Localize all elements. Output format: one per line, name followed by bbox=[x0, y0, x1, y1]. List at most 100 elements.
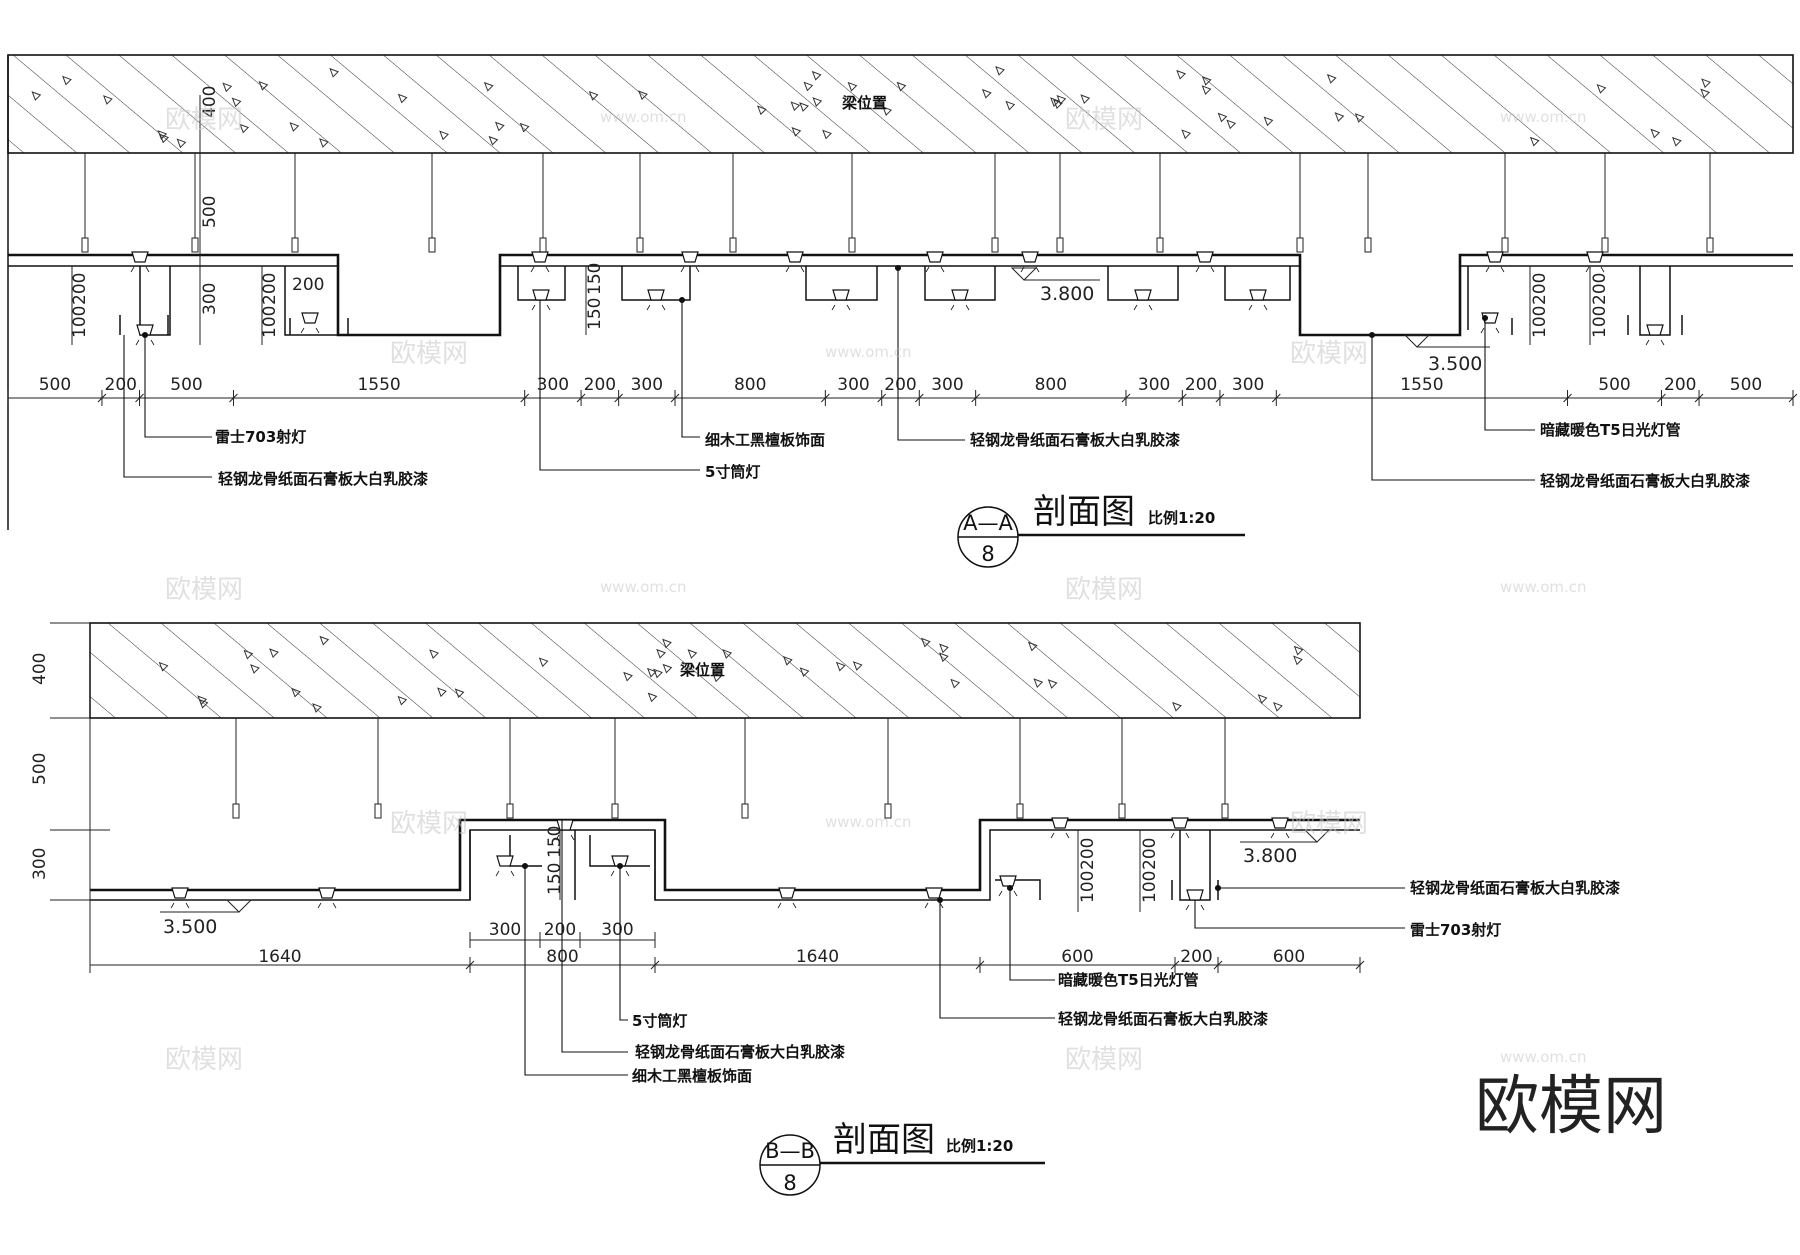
svg-text:200: 200 bbox=[70, 273, 90, 305]
svg-text:300: 300 bbox=[1138, 375, 1170, 395]
section-title-b: 剖面图 bbox=[833, 1120, 935, 1160]
ceiling-profile-a bbox=[8, 253, 1793, 337]
svg-text:1640: 1640 bbox=[258, 947, 301, 967]
svg-text:300: 300 bbox=[537, 375, 569, 395]
svg-text:轻钢龙骨纸面石膏板大白乳胶漆: 轻钢龙骨纸面石膏板大白乳胶漆 bbox=[1540, 472, 1750, 490]
svg-text:800: 800 bbox=[1035, 375, 1067, 395]
svg-text:300: 300 bbox=[837, 375, 869, 395]
dimension-lines-b bbox=[50, 622, 1365, 973]
section-a-a: 梁位置 bbox=[7, 54, 1798, 568]
svg-text:欧模网: 欧模网 bbox=[165, 105, 243, 135]
svg-text:www.om.cn: www.om.cn bbox=[825, 343, 912, 361]
svg-text:200: 200 bbox=[260, 273, 280, 305]
svg-text:200: 200 bbox=[1185, 375, 1217, 395]
material-labels-a: 雷士703射灯 轻钢龙骨纸面石膏板大白乳胶漆 细木工黑檀板饰面 5寸筒灯 轻钢龙… bbox=[215, 421, 1750, 490]
svg-text:暗藏暖色T5日光灯管: 暗藏暖色T5日光灯管 bbox=[1540, 421, 1681, 439]
svg-text:800: 800 bbox=[734, 375, 766, 395]
light-fixtures-a bbox=[130, 251, 1665, 346]
section-scale-a: 比例1:20 bbox=[1148, 509, 1215, 527]
leader-lines-b bbox=[521, 820, 1405, 1076]
svg-text:轻钢龙骨纸面石膏板大白乳胶漆: 轻钢龙骨纸面石膏板大白乳胶漆 bbox=[1058, 1010, 1268, 1028]
svg-text:3.500: 3.500 bbox=[163, 916, 217, 938]
svg-text:5寸筒灯: 5寸筒灯 bbox=[632, 1012, 687, 1030]
svg-text:200: 200 bbox=[292, 275, 324, 295]
svg-text:3.800: 3.800 bbox=[1040, 283, 1094, 305]
svg-text:www.om.cn: www.om.cn bbox=[600, 108, 687, 126]
elevation-marks-a: 3.800 3.500 bbox=[1010, 267, 1490, 375]
light-fixtures-b bbox=[170, 817, 1290, 911]
svg-text:300: 300 bbox=[631, 375, 663, 395]
vertical-dimensions-b: 400 500 300 150 150 200 100 200 100 bbox=[30, 653, 1160, 903]
svg-text:5寸筒灯: 5寸筒灯 bbox=[705, 463, 760, 481]
svg-text:1550: 1550 bbox=[1400, 375, 1443, 395]
section-bubble-id-b: B—B bbox=[765, 1139, 815, 1163]
svg-text:400: 400 bbox=[30, 653, 50, 685]
material-labels-b: 轻钢龙骨纸面石膏板大白乳胶漆 雷士703射灯 暗藏暖色T5日光灯管 轻钢龙骨纸面… bbox=[632, 879, 1620, 1085]
vertical-dimensions-a: 400 500 300 200 100 200 100 200 150 150 … bbox=[70, 86, 1610, 338]
svg-text:300: 300 bbox=[1232, 375, 1264, 395]
svg-text:500: 500 bbox=[1730, 375, 1762, 395]
svg-text:150: 150 bbox=[545, 863, 565, 895]
svg-text:欧模网: 欧模网 bbox=[165, 575, 243, 605]
svg-text:www.om.cn: www.om.cn bbox=[825, 813, 912, 831]
svg-text:200: 200 bbox=[1078, 838, 1098, 870]
svg-text:欧模网: 欧模网 bbox=[390, 809, 468, 839]
svg-text:200: 200 bbox=[1530, 273, 1550, 305]
svg-text:600: 600 bbox=[1273, 947, 1305, 967]
svg-text:100: 100 bbox=[260, 306, 280, 338]
svg-text:300: 300 bbox=[30, 848, 50, 880]
title-block-b: B—B 8 剖面图 比例1:20 bbox=[759, 1120, 1045, 1196]
svg-text:500: 500 bbox=[1598, 375, 1630, 395]
svg-text:细木工黑檀板饰面: 细木工黑檀板饰面 bbox=[705, 431, 825, 449]
svg-text:暗藏暖色T5日光灯管: 暗藏暖色T5日光灯管 bbox=[1058, 971, 1199, 989]
svg-text:200: 200 bbox=[105, 375, 137, 395]
beam-label-a: 梁位置 bbox=[841, 94, 887, 112]
section-title-a: 剖面图 bbox=[1033, 492, 1135, 532]
svg-text:1640: 1640 bbox=[796, 947, 839, 967]
svg-text:300: 300 bbox=[489, 920, 521, 940]
svg-text:1550: 1550 bbox=[357, 375, 400, 395]
svg-text:300: 300 bbox=[601, 920, 633, 940]
svg-text:轻钢龙骨纸面石膏板大白乳胶漆: 轻钢龙骨纸面石膏板大白乳胶漆 bbox=[970, 431, 1180, 449]
svg-text:欧模网: 欧模网 bbox=[1065, 575, 1143, 605]
svg-text:150: 150 bbox=[545, 826, 565, 858]
svg-text:500: 500 bbox=[30, 753, 50, 785]
svg-text:欧模网: 欧模网 bbox=[1290, 809, 1368, 839]
section-scale-b: 比例1:20 bbox=[946, 1137, 1013, 1155]
svg-text:100: 100 bbox=[1078, 871, 1098, 903]
svg-text:500: 500 bbox=[200, 196, 220, 228]
svg-text:200: 200 bbox=[1590, 273, 1610, 305]
svg-text:欧模网: 欧模网 bbox=[1065, 105, 1143, 135]
svg-text:www.om.cn: www.om.cn bbox=[1500, 578, 1587, 596]
svg-text:100: 100 bbox=[1530, 306, 1550, 338]
beam-label-b: 梁位置 bbox=[679, 661, 725, 679]
svg-text:欧模网: 欧模网 bbox=[390, 339, 468, 369]
hanger-rods-a bbox=[81, 153, 1714, 253]
svg-text:150: 150 bbox=[585, 263, 605, 295]
svg-text:300: 300 bbox=[200, 283, 220, 315]
svg-text:www.om.cn: www.om.cn bbox=[1500, 108, 1587, 126]
svg-text:200: 200 bbox=[584, 375, 616, 395]
svg-text:200: 200 bbox=[1140, 838, 1160, 870]
dimension-lines-a bbox=[7, 95, 1798, 406]
svg-text:300: 300 bbox=[931, 375, 963, 395]
bottom-dimensions-a: 500 200 500 1550 300 200 300 800 300 200 300 800 300… bbox=[39, 375, 1763, 395]
svg-text:轻钢龙骨纸面石膏板大白乳胶漆: 轻钢龙骨纸面石膏板大白乳胶漆 bbox=[218, 470, 428, 488]
svg-text:欧模网: 欧模网 bbox=[1290, 339, 1368, 369]
section-bubble-sheet-b: 8 bbox=[783, 1171, 796, 1195]
svg-text:雷士703射灯: 雷士703射灯 bbox=[215, 428, 306, 446]
svg-text:100: 100 bbox=[1590, 306, 1610, 338]
beam-slab-b bbox=[89, 622, 1361, 719]
section-bubble-sheet-a: 8 bbox=[981, 542, 994, 566]
svg-text:500: 500 bbox=[170, 375, 202, 395]
hanger-rods-b bbox=[232, 718, 1229, 819]
svg-text:轻钢龙骨纸面石膏板大白乳胶漆: 轻钢龙骨纸面石膏板大白乳胶漆 bbox=[1410, 879, 1620, 897]
svg-text:www.om.cn: www.om.cn bbox=[600, 578, 687, 596]
title-block-a: A—A 8 剖面图 比例1:20 bbox=[957, 492, 1245, 568]
svg-text:400: 400 bbox=[200, 86, 220, 118]
svg-text:雷士703射灯: 雷士703射灯 bbox=[1410, 921, 1501, 939]
svg-text:500: 500 bbox=[39, 375, 71, 395]
ceiling-profile-b bbox=[90, 818, 1360, 901]
svg-text:100: 100 bbox=[1140, 871, 1160, 903]
